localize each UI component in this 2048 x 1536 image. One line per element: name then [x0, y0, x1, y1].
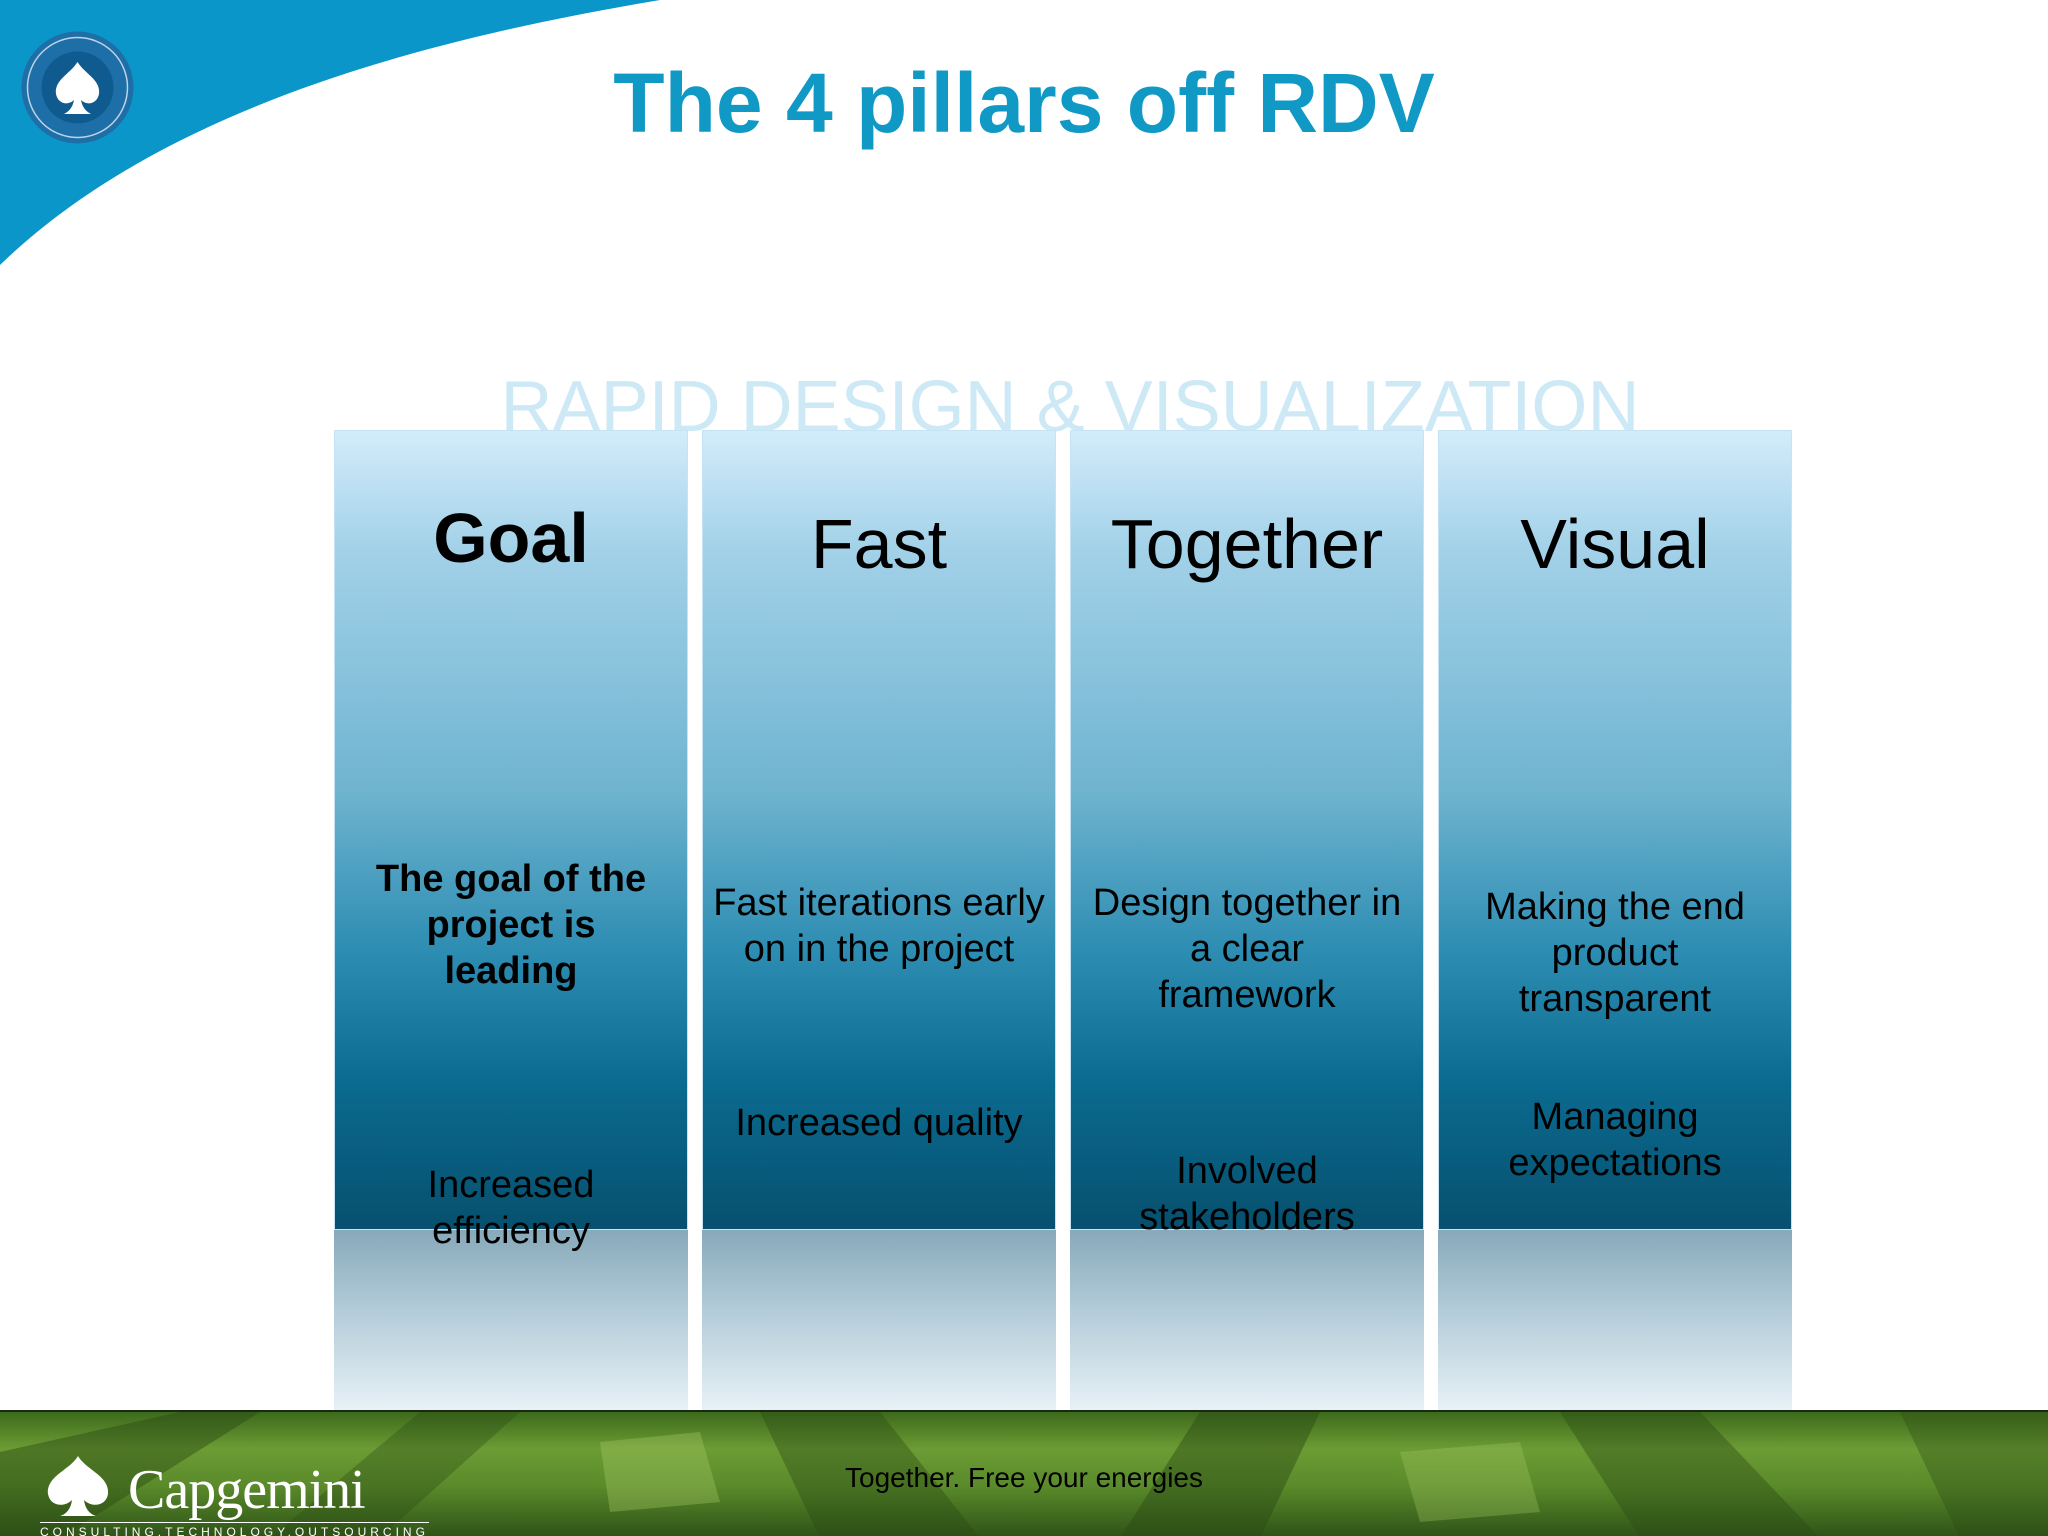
pillar-description: Design together in a clear framework [1092, 882, 1402, 1016]
pillar-benefit: Managing expectations [1508, 1096, 1722, 1184]
pillar-benefit: Involved stakeholders [1139, 1150, 1355, 1238]
pillar-goal: Goal The goal of the project is leading … [334, 430, 688, 1410]
pillar-together: Together Design together in a clear fram… [1070, 430, 1424, 1410]
pillar-description: The goal of the project is leading [375, 858, 647, 992]
spade-icon [47, 1456, 109, 1516]
logo-wordmark: Capgemini [128, 1459, 366, 1521]
pillar-visual: Visual Making the end product transparen… [1438, 430, 1792, 1410]
capgemini-logo: Capgemini CONSULTING.TECHNOLOGY.OUTSOURC… [36, 1440, 429, 1536]
pillar-description: Making the end product transparent [1485, 886, 1745, 1020]
grass-background [0, 1412, 2048, 1536]
pillar-reflection [1438, 1230, 1792, 1410]
pillar-heading: Goal [433, 499, 589, 577]
pillar-description: Fast iterations early on in the project [713, 882, 1045, 970]
pillar-reflection [1070, 1230, 1424, 1410]
footer-tagline: Together. Free your energies [845, 1462, 1203, 1493]
pillar-fast: Fast Fast iterations early on in the pro… [702, 430, 1056, 1410]
pillar-benefit: Increased quality [735, 1102, 1023, 1144]
slide-title: The 4 pillars off RDV [613, 56, 1435, 150]
pillar-column [334, 430, 688, 1230]
pillar-reflection [334, 1230, 688, 1410]
pillar-column [1070, 430, 1424, 1230]
collaborative-seal-icon [21, 31, 134, 144]
logo-subtitle: CONSULTING.TECHNOLOGY.OUTSOURCING [40, 1522, 429, 1536]
pillar-heading: Together [1110, 505, 1384, 583]
pillars-diagram: Goal The goal of the project is leading … [334, 430, 1796, 1410]
header-swoosh [0, 0, 660, 265]
pillar-heading: Visual [1520, 505, 1710, 583]
pillar-reflection [702, 1230, 1056, 1410]
pillar-column [702, 430, 1056, 1230]
footer-banner: Capgemini CONSULTING.TECHNOLOGY.OUTSOURC… [0, 1410, 2048, 1536]
pillar-heading: Fast [810, 505, 948, 583]
pillar-benefit: Increased efficiency [427, 1164, 595, 1252]
pillar-column [1438, 430, 1792, 1230]
